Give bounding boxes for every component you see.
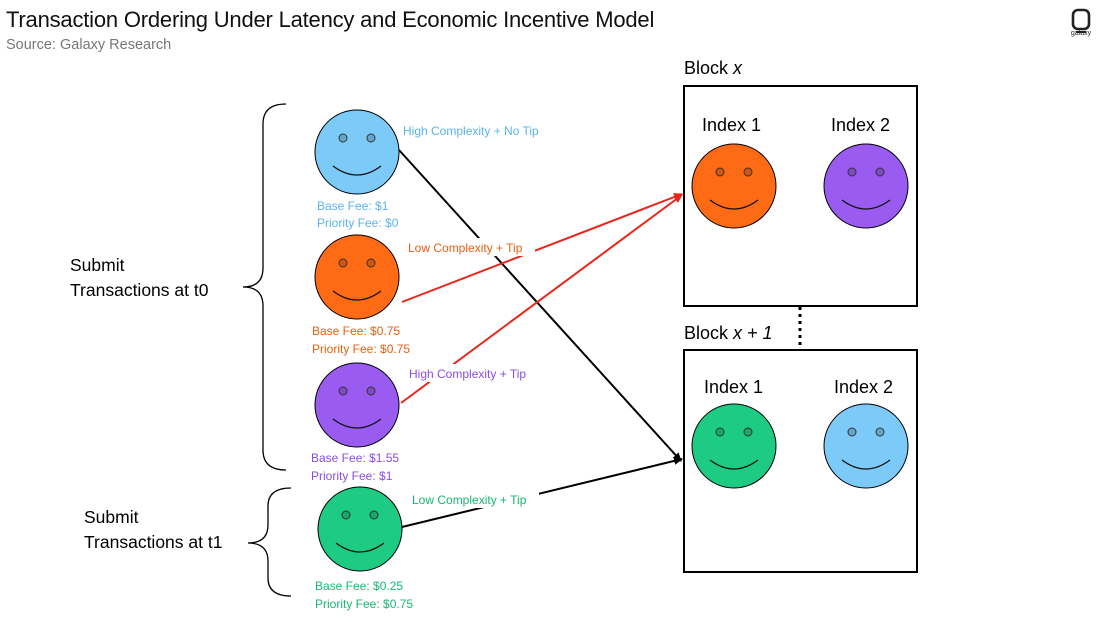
block-x1-index-1: Index 1 [704, 377, 763, 397]
tx-3-priority-fee: Priority Fee: $0.75 [315, 597, 413, 611]
block-x-index-1: Index 1 [702, 115, 761, 135]
tx-label-3: Low Complexity + Tip [409, 490, 539, 508]
block-x-plus-1-title: Block x + 1 [684, 323, 773, 343]
group-t0-line2: Transactions at t0 [70, 280, 209, 300]
block-x-index-2-face-icon [823, 143, 909, 229]
tx-0-face-icon [314, 109, 400, 195]
group-t1-line2: Transactions at t1 [84, 532, 222, 552]
tx-label-1: Low Complexity + Tip [405, 238, 535, 256]
page-title: Transaction Ordering Under Latency and E… [6, 7, 655, 32]
galaxy-logo-icon [1071, 8, 1091, 33]
arrow-green-to-block-x1-index1 [401, 457, 683, 528]
tx-1-label: Low Complexity + Tip [408, 241, 523, 255]
tx-1-priority-fee: Priority Fee: $0.75 [312, 342, 410, 356]
tx-label-0: High Complexity + No Tip [403, 124, 539, 138]
page-source: Source: Galaxy Research [6, 37, 172, 53]
brace-t1 [247, 487, 292, 597]
block-x1-index-1-face-icon [691, 403, 777, 489]
tx-0-base-fee: Base Fee: $1 [317, 199, 389, 213]
block-x1-index-2-face-icon [823, 403, 909, 489]
block-x-title: Block x [684, 58, 743, 78]
logo-text: galaxy [1070, 30, 1092, 37]
tx-2-label: High Complexity + Tip [409, 367, 526, 381]
tx-2-base-fee: Base Fee: $1.55 [311, 451, 399, 465]
tx-2-face-icon [314, 362, 400, 448]
tx-1-base-fee: Base Fee: $0.75 [312, 324, 400, 338]
block-x-index-2: Index 2 [831, 115, 890, 135]
block-x [683, 85, 918, 307]
group-t1-line1: Submit [84, 507, 139, 527]
arrow-blue-to-block-x1-index1 [398, 149, 682, 462]
tx-2-priority-fee: Priority Fee: $1 [311, 469, 393, 483]
tx-3-label: Low Complexity + Tip [412, 493, 527, 507]
tx-0-label: High Complexity + No Tip [403, 124, 539, 138]
tx-3-face-icon [317, 486, 403, 572]
block-x1-index-2: Index 2 [834, 377, 893, 397]
brace-t0 [242, 103, 287, 471]
block-x-plus-1 [683, 349, 918, 573]
tx-1-face-icon [314, 234, 400, 320]
tx-3-base-fee: Base Fee: $0.25 [315, 579, 403, 593]
arrow-orange-to-block-x-index1 [401, 193, 683, 303]
faces-layer [314, 109, 909, 572]
tx-label-2: High Complexity + Tip [406, 364, 538, 382]
block-x-index-1-face-icon [691, 143, 777, 229]
group-t0-line1: Submit [70, 255, 125, 275]
tx-0-priority-fee: Priority Fee: $0 [317, 216, 399, 230]
